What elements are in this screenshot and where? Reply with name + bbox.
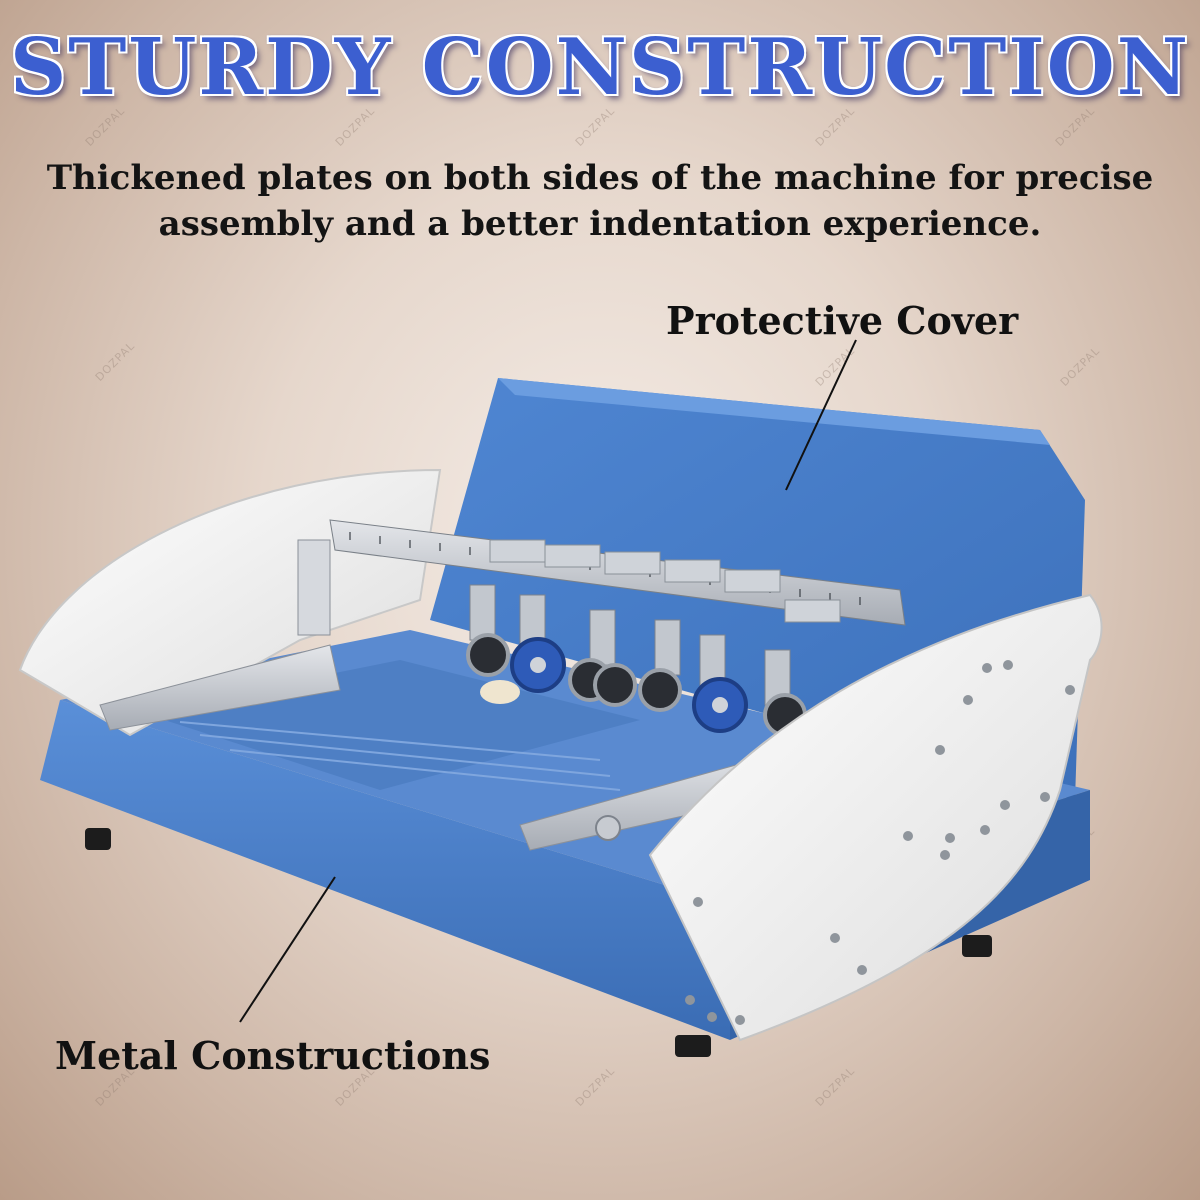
description-line-2: assembly and a better indentation experi…	[158, 204, 1042, 244]
creasing-heads	[466, 539, 841, 737]
metal-constructions-label: Metal Constructions	[55, 1033, 491, 1078]
protective-cover-label: Protective Cover	[666, 298, 1019, 343]
description: Thickened plates on both sides of the ma…	[0, 155, 1200, 247]
headline: STURDY CONSTRUCTION	[9, 22, 1191, 113]
description-line-1: Thickened plates on both sides of the ma…	[46, 158, 1154, 198]
cover-leader-line	[785, 339, 857, 491]
metal-leader-line	[239, 876, 336, 1023]
right-side-plate	[648, 593, 1103, 1042]
